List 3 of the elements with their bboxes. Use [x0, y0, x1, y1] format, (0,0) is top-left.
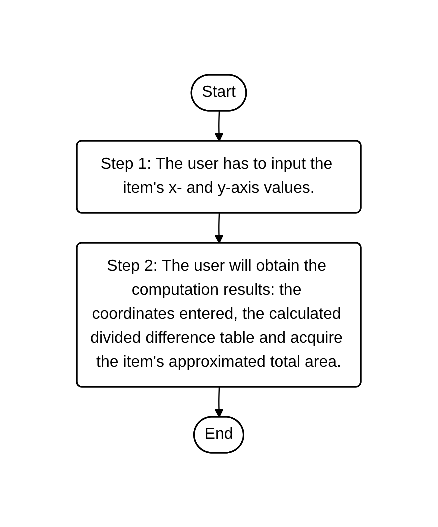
arrow — [214, 212, 224, 244]
arrow — [214, 386, 224, 418]
arrow — [214, 110, 224, 142]
